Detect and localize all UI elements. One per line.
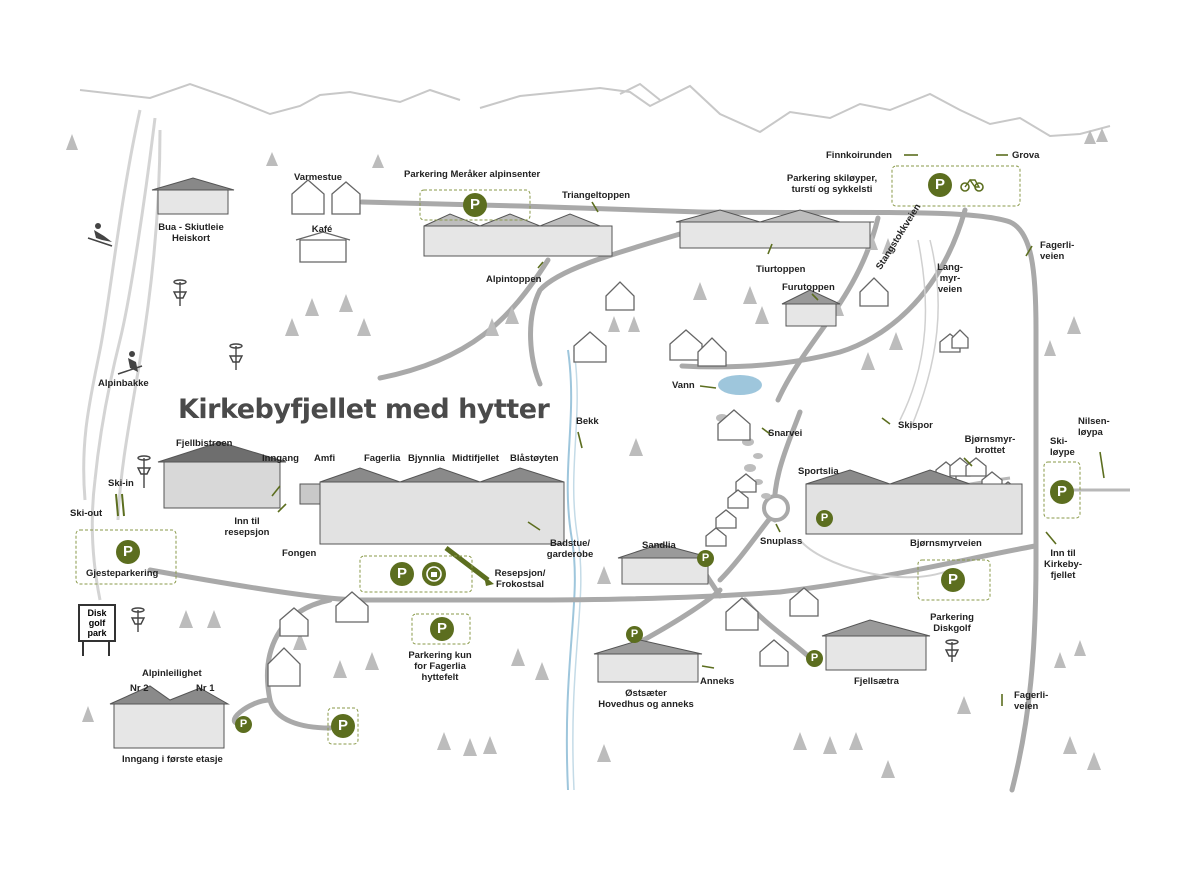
label-midtifjellet: Midtifjellet (452, 453, 499, 464)
label-alpintoppen: Alpintoppen (486, 274, 542, 285)
label-fagerliveien-top: Fagerli- veien (1040, 240, 1075, 262)
label-snarvei: Snarvei (768, 428, 803, 439)
parking-icon-alpinsenter: P (463, 193, 487, 217)
parking-icon-fagerlia: P (430, 617, 454, 641)
label-alpinbakke: Alpinbakke (98, 378, 149, 389)
parking-icon-skiloyper: P (928, 173, 952, 197)
label-blastoyten: Blåstøyten (510, 453, 559, 464)
label-parkering-skiloyper: Parkering skiløyper, turstí og sykkelsti (786, 173, 878, 195)
parking-icon-small-alpinleilighet: P (235, 716, 252, 733)
cabin-icons (267, 179, 1019, 687)
label-grova: Grova (1012, 150, 1040, 161)
label-resepsjon: Resepsjon/ Frokostsal (494, 568, 546, 590)
label-snuplass: Snuplass (760, 536, 803, 547)
tree-icon (66, 134, 78, 150)
label-ski-out: Ski-out (70, 508, 103, 519)
arrow-icon (591, 201, 599, 213)
label-fjellsaetra: Fjellsætra (854, 676, 899, 687)
label-fagerliveien-bottom: Fagerli- veien (1014, 690, 1049, 712)
label-kafe: Kafé (311, 224, 333, 235)
label-inn-til-kirkebyfjellet: Inn til Kirkeby- fjellet (1043, 548, 1083, 581)
label-bua: Bua - Skiutleie Heiskort (158, 222, 224, 244)
parking-icon-alpinleilighet: P (331, 714, 355, 738)
sign-posts (82, 640, 110, 656)
skier-icon (87, 223, 113, 247)
label-ostsaeter: Østsæter Hovedhus og anneks (598, 688, 694, 710)
label-fongen: Fongen (282, 548, 317, 559)
lake (718, 375, 762, 395)
label-amfi: Amfi (314, 453, 336, 464)
building-clusters (109, 177, 1023, 749)
cabin-icon (291, 179, 325, 215)
label-parkering-alpinsenter: Parkering Meråker alpinsenter (404, 169, 541, 180)
parking-areas (75, 165, 1081, 745)
label-inngang-forste-etasje: Inngang i første etasje (122, 754, 223, 765)
diskgolf-park-sign: Disk golf park (78, 604, 116, 642)
bicycle-icon (960, 176, 984, 192)
parking-icon-skiloype: P (1050, 480, 1074, 504)
parking-icon-resepsjon: P (390, 562, 414, 586)
label-parkering-diskgolf: Parkering Diskgolf (930, 612, 974, 634)
label-fjellbistroen: Fjellbistroen (176, 438, 233, 449)
label-gjesteparkering: Gjesteparkering (86, 568, 159, 579)
label-bjornsmyrbrottet: Bjørnsmyr- brottet (964, 434, 1016, 456)
ev-charging-icon (422, 562, 446, 586)
parking-icon-small-sandlia: P (697, 550, 714, 567)
parking-icon-gjesteparkering: P (116, 540, 140, 564)
label-parkering-fagerlia: Parkering kun for Fagerlia hyttefelt (408, 650, 472, 683)
tree-icons (66, 128, 1108, 778)
disc-golf-basket-icon (172, 279, 188, 306)
map-title: Kirkebyfjellet med hytter (178, 394, 550, 425)
stream (565, 349, 576, 791)
label-tiurtoppen: Tiurtoppen (756, 264, 806, 275)
label-finnkoirunden: Finnkoirunden (826, 150, 892, 161)
label-badstue: Badstue/ garderobe (546, 538, 594, 560)
label-bjornsmyrveien: Bjørnsmyrveien (910, 538, 982, 549)
label-nilsenloypa: Nilsen- løypa (1078, 416, 1110, 438)
parking-icon-small-fjellsaetra: P (806, 650, 823, 667)
label-inn-til-resepsjon: Inn til resepsjon (224, 516, 270, 538)
label-furutoppen: Furutoppen (782, 282, 835, 293)
arrow-icons (271, 154, 1105, 706)
label-langmyrveien: Lang- myr- veien (937, 262, 963, 295)
label-alpinleilighet: Alpinleilighet (142, 668, 202, 679)
parking-icon-diskgolf: P (941, 568, 965, 592)
label-varmestue: Varmestue (293, 172, 343, 183)
label-skispor: Skispor (898, 420, 933, 431)
label-ski-in: Ski-in (108, 478, 134, 489)
label-inngang: Inngang (262, 453, 299, 464)
label-anneks: Anneks (700, 676, 735, 687)
label-bjynnlia: Bjynnlia (408, 453, 445, 464)
label-nr1: Nr 1 (196, 683, 215, 694)
mountain-range-icon (79, 82, 1111, 138)
skier-icons (87, 223, 143, 517)
parking-icon-small-sportslia: P (816, 510, 833, 527)
label-nr2: Nr 2 (130, 683, 149, 694)
disc-golf-icons (130, 279, 960, 662)
label-skiloype: Ski- løype (1050, 436, 1075, 458)
label-fagerlia: Fagerlia (364, 453, 401, 464)
label-sportslia: Sportslia (798, 466, 839, 477)
ski-slopes (82, 109, 162, 601)
label-vann: Vann (672, 380, 695, 391)
parking-icon-small-ostsaeter: P (626, 626, 643, 643)
label-triangeltoppen: Triangeltoppen (562, 190, 631, 201)
snuplass-turnaround (762, 494, 790, 522)
label-bekk: Bekk (576, 416, 599, 427)
label-sandlia: Sandlia (642, 540, 676, 551)
